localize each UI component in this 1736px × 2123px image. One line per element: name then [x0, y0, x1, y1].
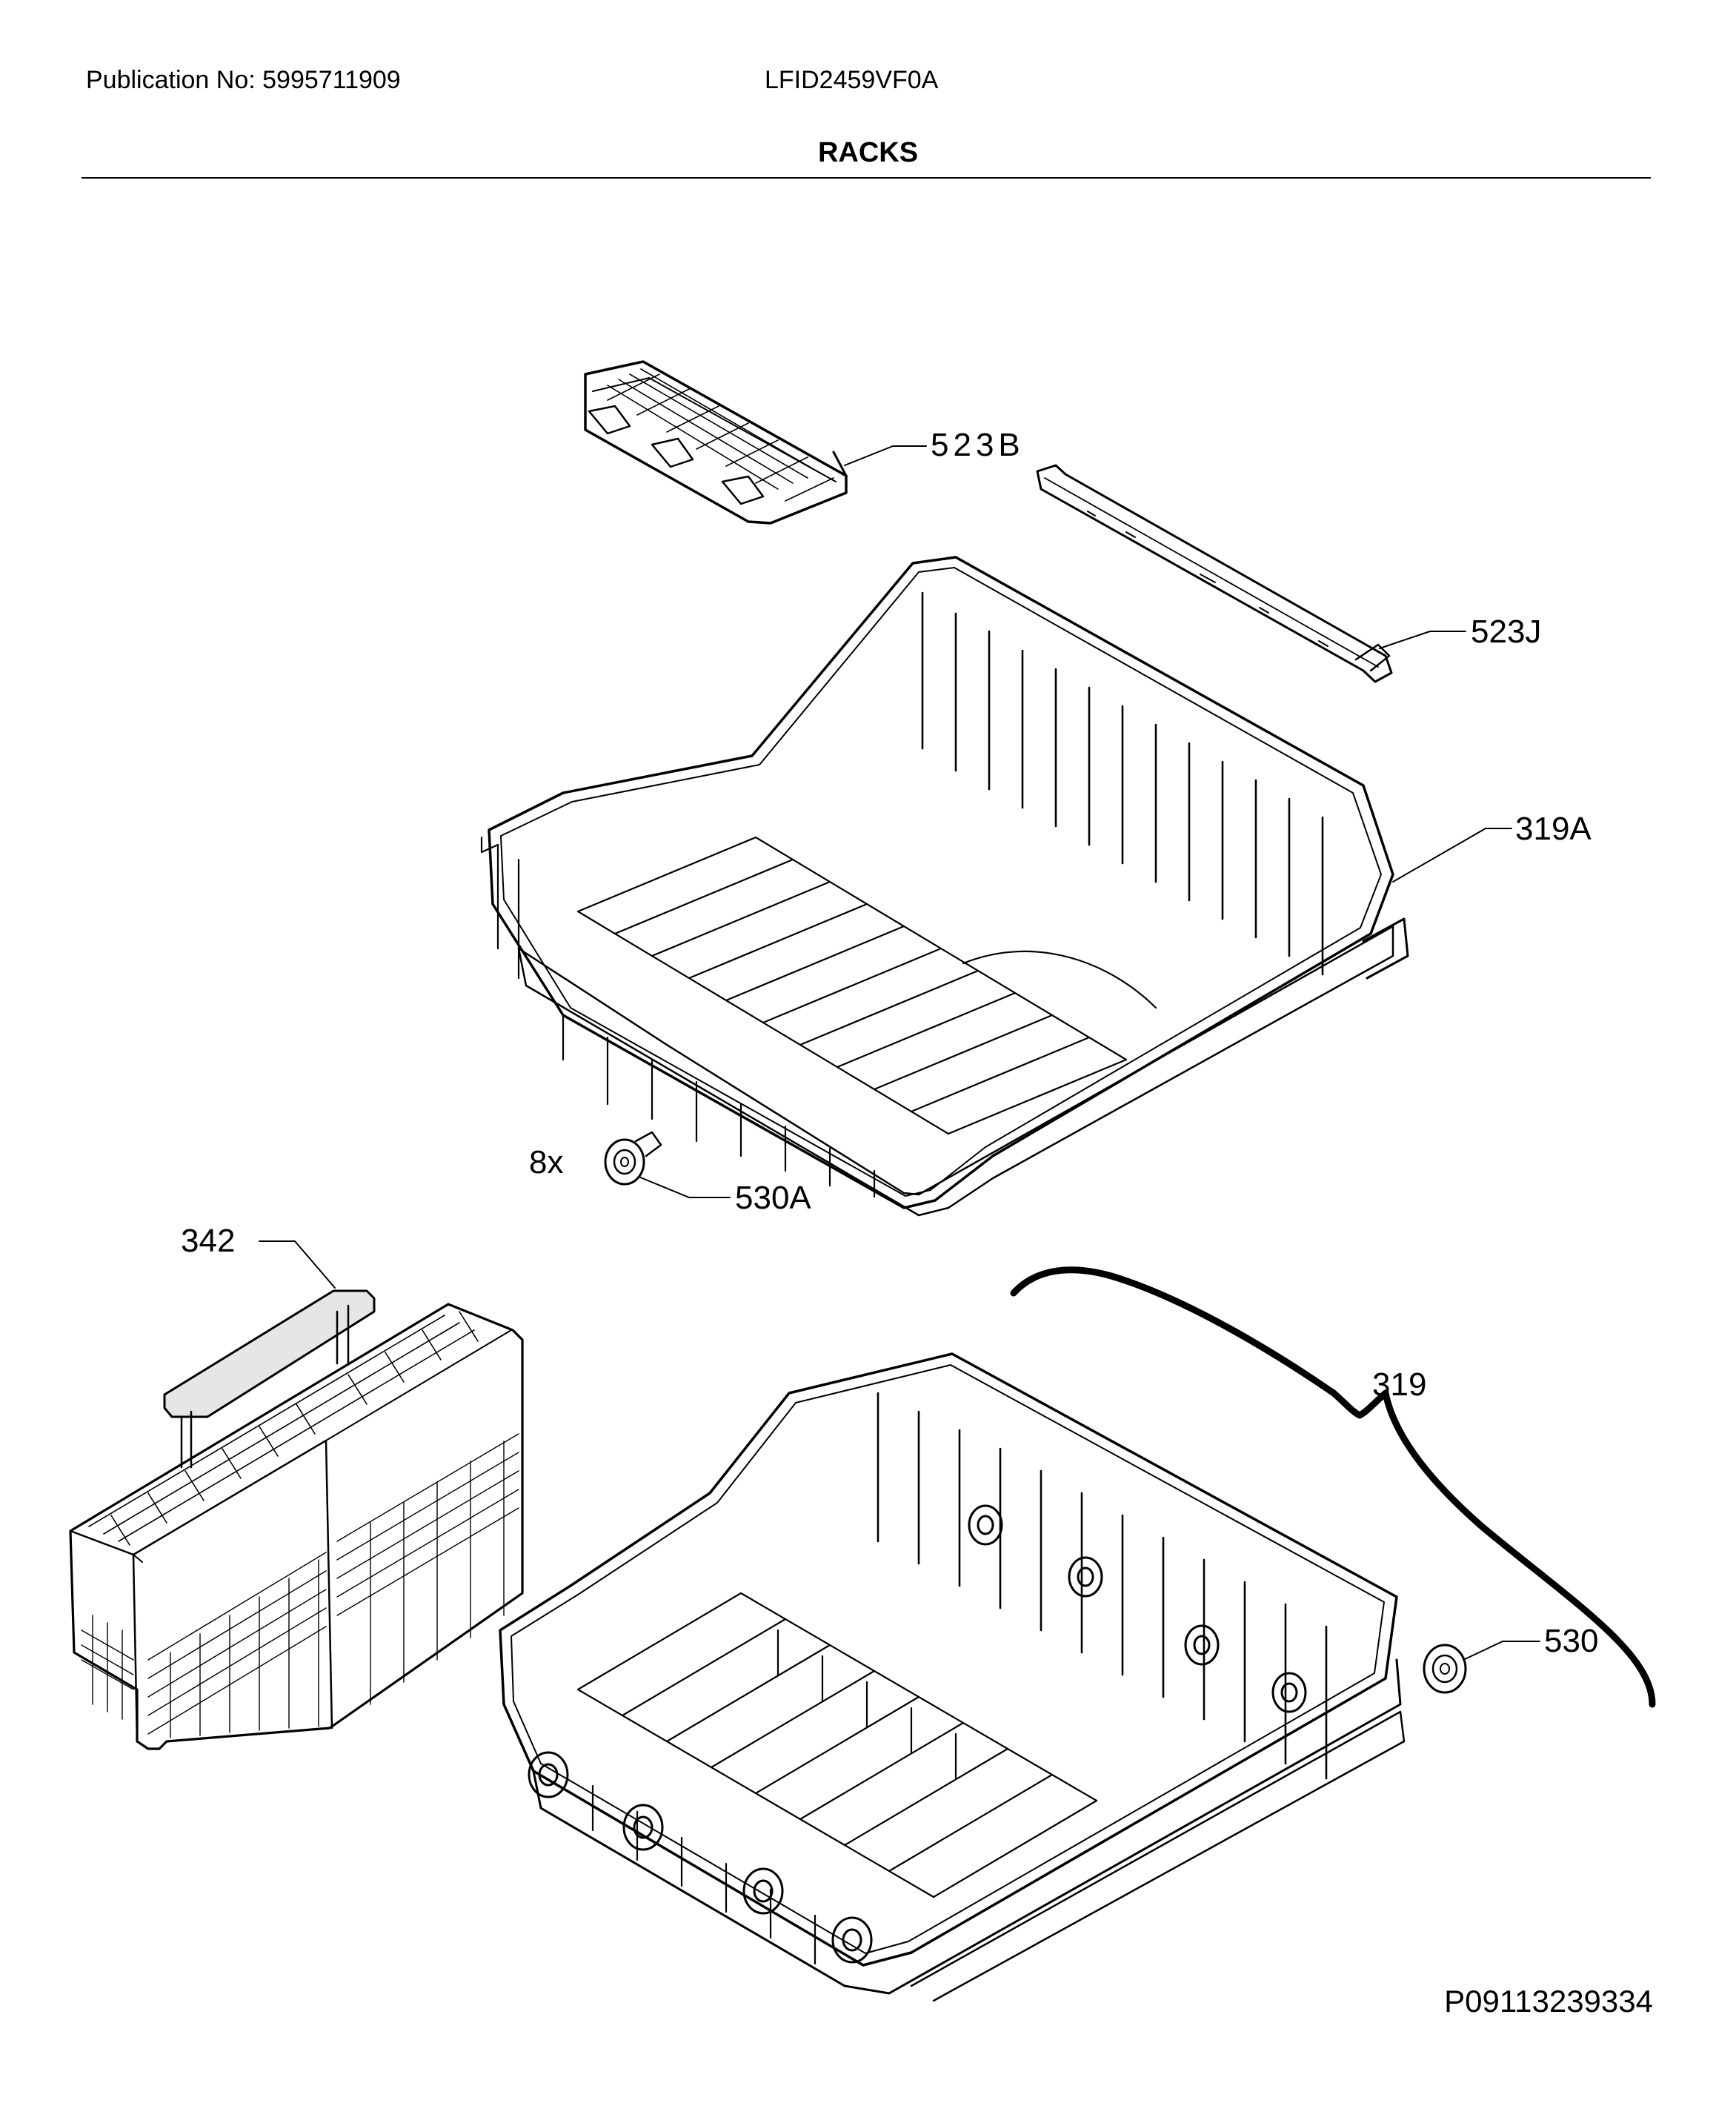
part-530a-wheel: [604, 1131, 662, 1186]
diagram-code: P09113239334: [1444, 1984, 1653, 2019]
part-342-cutlery-basket: [69, 1289, 524, 1750]
section-title: RACKS: [817, 137, 919, 168]
callout-319a: 319A: [1515, 811, 1592, 847]
callout-523b: 523B: [931, 427, 1025, 463]
leader-523j: [1379, 631, 1466, 649]
part-523j-rail: [1036, 464, 1393, 683]
header-rule: [82, 177, 1651, 179]
callout-530a: 530A: [735, 1180, 811, 1216]
leader-530a: [638, 1176, 731, 1198]
leader-530: [1463, 1641, 1540, 1661]
part-319a-upper-rack: [480, 556, 1409, 1217]
part-530-wheel: [1423, 1644, 1467, 1694]
part-523b-shelf: [584, 360, 848, 525]
leader-523b: [844, 445, 927, 466]
callout-quantity-8x: 8x: [529, 1144, 564, 1180]
part-319-lower-rack: [499, 1352, 1406, 2002]
callout-342: 342: [181, 1223, 236, 1259]
leader-319a: [1392, 828, 1512, 883]
publication-number: Publication No: 5995711909: [86, 66, 401, 94]
bracket-319: [1010, 1266, 1656, 1708]
model-number: LFID2459VF0A: [765, 66, 939, 94]
callout-523j: 523J: [1471, 614, 1542, 650]
leader-342: [259, 1240, 336, 1289]
callout-530: 530: [1544, 1623, 1599, 1659]
callout-319: 319: [1372, 1366, 1427, 1403]
